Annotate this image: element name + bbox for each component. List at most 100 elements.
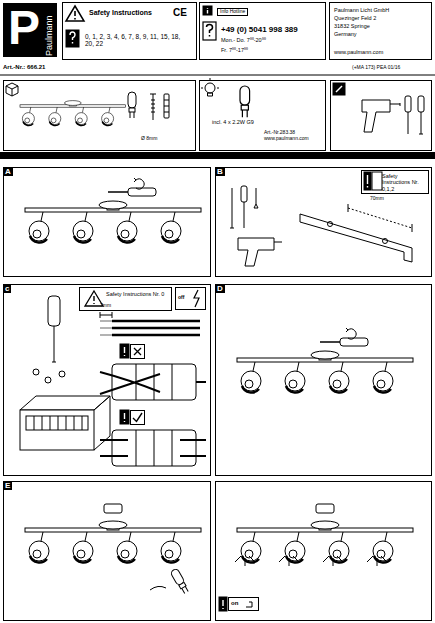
safety-box: Safety InstructionsCE0, 1, 2, 3, 4, 6, 7…: [62, 2, 197, 60]
box-text: 0, 1, 2, 3, 4, 6, 7, 8, 9, 11, 15, 18, 2…: [85, 33, 191, 48]
panel-c-art: [133, 413, 142, 422]
panel-d-art: [348, 329, 356, 339]
panel-c-art: [93, 296, 94, 304]
panel-final-art: [222, 600, 223, 609]
box-text: Paulmann: [44, 15, 54, 56]
box-text: c: [3, 284, 11, 293]
panel-c-art: [131, 345, 145, 359]
panel-c-art: [100, 312, 112, 318]
tools-contents: [336, 86, 342, 92]
panel-b-art: [230, 188, 234, 228]
step-panel: BSafety Instructions Nr. 0,1,2: [215, 167, 432, 277]
panel-b-art: [244, 202, 245, 228]
step-panel: D: [215, 284, 432, 476]
header-icons: [70, 32, 75, 44]
parts-contents: [164, 100, 169, 112]
panel-b-art: [254, 188, 258, 208]
panel-c-art: [4, 285, 211, 476]
panel-b-art: [238, 238, 274, 266]
panel-c-art: [33, 369, 39, 375]
panel-b-art: [328, 222, 333, 227]
box-text: Quezinger Feld 2: [334, 15, 376, 21]
panel-a-art: [4, 168, 211, 277]
hotline-box: Info Hotline+49 (0) 5041 998 389Mon.- Do…: [199, 2, 326, 60]
box-text: Ø 8mm: [141, 136, 157, 142]
box-text: A: [3, 167, 13, 176]
parts-contents: [150, 94, 156, 120]
panel-c-art: [48, 296, 60, 326]
header-icons: [66, 6, 84, 21]
lamp-contents: [240, 86, 250, 117]
panel-a-art: [108, 191, 128, 193]
box-text: Fr. 7⁰⁰-17⁰⁰: [221, 47, 248, 53]
panel-c-art: [26, 416, 88, 430]
tools-contents: [333, 83, 424, 134]
parts-box: Ø 8mm: [3, 80, 196, 151]
box-text: D: [215, 284, 225, 293]
logo-box: PPaulmann: [3, 3, 57, 57]
panel-c-art: [59, 371, 65, 377]
panel-b-art: [367, 175, 368, 188]
panel-d-art: [346, 328, 348, 332]
box-text: incl. 4 x 2.2W G9: [212, 119, 256, 125]
panel-b-art: [383, 239, 388, 244]
box-text: www.paulmann.com: [334, 49, 383, 55]
panel-c-art: [34, 416, 82, 430]
panel-c-art: [194, 290, 199, 307]
panel-d-art: [340, 338, 368, 346]
dimension: 70mm: [370, 196, 384, 202]
panel-final-art: [219, 597, 227, 611]
panel-final-art: [229, 598, 259, 611]
panel-b-art: [364, 172, 371, 190]
header-icons: [203, 22, 216, 40]
header-icons: [66, 6, 216, 47]
panel-a-art: [4, 168, 211, 277]
tools-contents: [390, 103, 400, 106]
header-icons: [207, 25, 213, 37]
panel-c-art: [134, 348, 141, 355]
panel-c-art: [4, 285, 211, 476]
panel-c-art: [100, 372, 206, 394]
safety-note: Safety Instructions Nr. 0,1,2: [361, 170, 429, 194]
panel-a-art: [25, 201, 201, 243]
panel-c-art: [45, 377, 51, 383]
panel-b-art: [274, 242, 282, 243]
header-icons: [207, 8, 208, 14]
box-text: E: [3, 481, 12, 490]
tools-contents: [405, 96, 411, 112]
doc-code: (+MA 173) PEA 01/16: [352, 65, 400, 71]
panel-a-art: [134, 178, 136, 182]
panel-c-art: [124, 413, 125, 422]
box-text: 31832 Springe: [334, 23, 370, 29]
panel-final-art: [219, 504, 413, 611]
tools-contents: [408, 112, 409, 134]
parts-contents: [128, 92, 136, 118]
panel-c-art: [33, 370, 65, 382]
panel-c-art: [94, 396, 110, 450]
box-text: Germany: [334, 31, 357, 37]
panel-d-art: [216, 285, 432, 476]
box-text: Info Hotline: [217, 8, 248, 16]
lamp-contents: [201, 78, 250, 117]
box-text: CE: [173, 7, 187, 19]
dimension: 7mm: [100, 303, 111, 309]
parts-contents: [164, 94, 169, 118]
step-panel: E: [3, 481, 211, 621]
box-text: Mon.- Do. 7⁰⁰-20⁰⁰: [221, 37, 266, 43]
tools-contents: [333, 83, 345, 95]
header-icons: [66, 30, 79, 47]
panel-final-art: [246, 602, 252, 607]
panel-b-art: [216, 168, 432, 277]
frames: [0, 75, 435, 621]
panel-c-art: [112, 364, 196, 400]
panel-e-art: [150, 586, 166, 590]
frames: [0, 152, 435, 159]
panel-b-art: [241, 186, 247, 202]
frames: [0, 75, 435, 76]
panel-final-art: [237, 521, 413, 563]
article-number: Art.-Nr.: 666.21: [3, 64, 45, 71]
panel-e-art: [104, 504, 122, 513]
panel-c-art: [120, 344, 129, 358]
panel-b-art: [216, 168, 432, 277]
